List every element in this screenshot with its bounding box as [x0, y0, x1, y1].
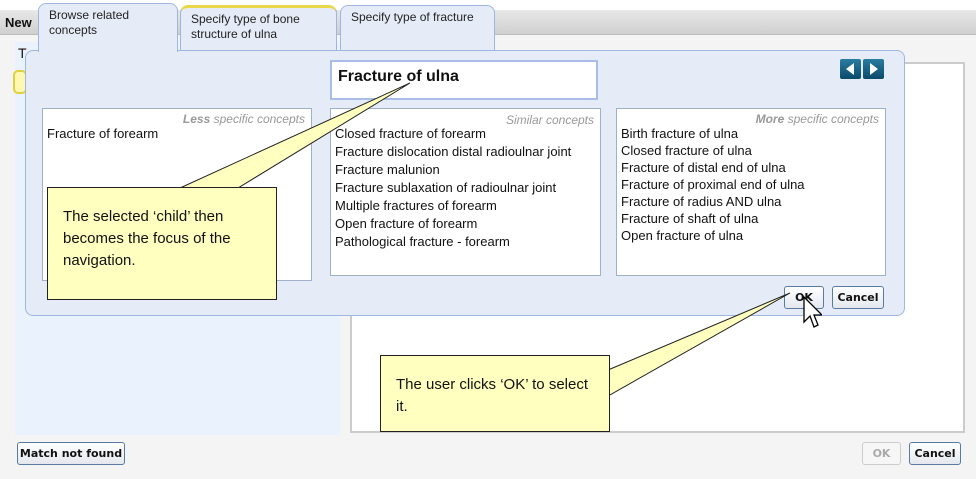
list-item[interactable]: Fracture of radius AND ulna	[621, 194, 782, 209]
list-item[interactable]: Fracture malunion	[335, 162, 440, 177]
list-header: Similar concepts	[505, 113, 594, 127]
nav-forward-button[interactable]	[863, 59, 884, 79]
header-emphasis: More	[755, 112, 785, 126]
window-title: New	[5, 15, 32, 30]
header-emphasis: Less	[182, 112, 211, 126]
list-item[interactable]: Fracture of proximal end of ulna	[621, 177, 805, 192]
match-not-found-button[interactable]: Match not found	[17, 442, 125, 465]
mouse-cursor-icon	[803, 296, 822, 328]
nav-back-button[interactable]	[840, 59, 861, 79]
footer-ok-button[interactable]: OK	[862, 442, 901, 465]
list-header: More specific concepts	[756, 111, 879, 128]
similar-list: Similar concepts Closed fracture of fore…	[330, 108, 601, 276]
list-item[interactable]: Pathological fracture - forearm	[335, 234, 510, 249]
tab-bone-structure[interactable]: Specify type of bone structure of ulna	[180, 5, 337, 51]
tab-fracture-type[interactable]: Specify type of fracture	[340, 5, 495, 51]
field-label: T	[18, 45, 27, 61]
list-item[interactable]: Fracture sublaxation of radioulnar joint	[335, 180, 557, 195]
list-item[interactable]: Open fracture of ulna	[621, 228, 744, 243]
list-item[interactable]: Fracture of distal end of ulna	[621, 160, 786, 175]
arrow-right-icon	[870, 63, 878, 75]
focus-concept: Fracture of ulna	[330, 60, 598, 100]
list-item[interactable]: Closed fracture of ulna	[621, 143, 752, 158]
arrow-left-icon	[846, 63, 854, 75]
header-text: specific concepts	[210, 112, 305, 126]
list-item[interactable]: Fracture dislocation distal radioulnar j…	[335, 144, 572, 159]
list-item[interactable]: Fracture of shaft of ulna	[621, 211, 759, 226]
callout-ok-note: The user clicks ‘OK’ to select it.	[380, 355, 610, 432]
callout-focus-note: The selected ‘child’ then becomes the fo…	[47, 187, 277, 300]
list-item[interactable]: Fracture of forearm	[47, 126, 159, 141]
list-item[interactable]: Birth fracture of ulna	[621, 126, 739, 141]
tab-browse-related[interactable]: Browse related concepts	[38, 3, 178, 52]
more-specific-list: More specific concepts Birth fracture of…	[616, 108, 886, 276]
list-item[interactable]: Open fracture of forearm	[335, 216, 478, 231]
list-item[interactable]: Multiple fractures of forearm	[335, 198, 497, 213]
list-header: Less specific concepts	[183, 111, 305, 128]
footer-cancel-button[interactable]: Cancel	[909, 442, 961, 465]
header-text: specific concepts	[784, 112, 879, 126]
dialog-cancel-button[interactable]: Cancel	[832, 286, 884, 309]
